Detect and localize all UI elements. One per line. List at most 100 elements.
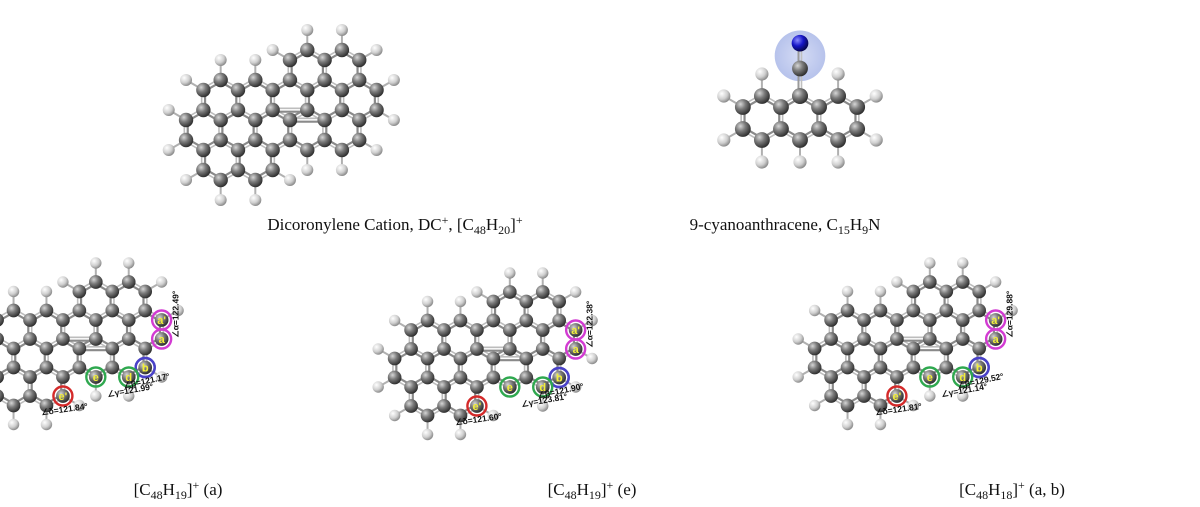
carbon-atom (972, 360, 987, 375)
carbon-atom (352, 52, 367, 68)
carbon-atom (470, 399, 484, 413)
carbon-atom (0, 313, 4, 327)
caption-text: (e) (613, 480, 636, 499)
carbon-atom (420, 370, 435, 385)
hydrogen-atom (421, 428, 434, 441)
hydrogen-atom (214, 194, 227, 206)
carbon-atom (939, 360, 954, 375)
panel-c48h19-e: a'abcdee'∠α=122.38°∠β=121.90°∠γ=123.81°∠… (372, 267, 598, 441)
carbon-atom (552, 370, 567, 385)
cyano-highlight (774, 30, 826, 82)
carbon-atom (334, 82, 350, 98)
carbon-atom (535, 342, 550, 356)
carbon-atom (300, 82, 315, 98)
hydrogen-atom (841, 418, 854, 431)
carbon-atom (486, 370, 501, 385)
hydrogen-atom (586, 314, 598, 327)
site-label-d: d (959, 372, 966, 384)
site-label-ep: e' (473, 401, 482, 413)
site-ring-a (150, 328, 173, 350)
site-label-d: d (539, 382, 546, 394)
site-label-b: b (976, 363, 983, 375)
carbon-atom (265, 82, 280, 98)
carbon-atom (890, 313, 904, 327)
hydrogen-atom (1006, 304, 1018, 317)
carbon-atom (352, 72, 367, 88)
site-label-ap: a' (991, 315, 1000, 327)
caption-dicoronylene: Dicoronylene Cation, DC+, [C48H20]+ (267, 213, 522, 237)
hydrogen-atom (471, 286, 483, 298)
hydrogen-atom (454, 428, 467, 441)
angle-label: ∠α=122.38° (585, 300, 595, 348)
site-ring-e (85, 366, 107, 388)
carbon-atom (453, 370, 468, 385)
hydrogen-atom (586, 352, 598, 365)
carbon-atom (437, 399, 451, 413)
nitrogen-atom (791, 34, 809, 52)
hydrogen-atom (40, 418, 53, 431)
hydrogen-atom (387, 114, 400, 126)
carbon-atom (955, 275, 970, 289)
hydrogen-atom (717, 89, 731, 103)
panel-dicoronylene-cation (162, 24, 400, 206)
hydrogen-atom (388, 314, 401, 327)
hydrogen-atom (793, 155, 807, 169)
carbon-atom (420, 408, 435, 423)
carbon-atom (334, 142, 350, 158)
carbon-atom (939, 303, 954, 318)
hydrogen-atom (454, 295, 467, 308)
caption-text: H (850, 215, 862, 234)
carbon-atom (121, 332, 136, 346)
site-label-c: c (556, 373, 562, 385)
caption-superscript: + (607, 478, 614, 492)
caption-text: Dicoronylene Cation, DC (267, 215, 441, 234)
hydrogen-atom (957, 390, 969, 402)
carbon-atom (792, 60, 808, 77)
site-ring-a (984, 328, 1007, 350)
hydrogen-atom (7, 285, 20, 298)
carbon-atom (857, 389, 871, 403)
carbon-atom (792, 88, 808, 104)
carbon-atom (72, 284, 87, 299)
carbon-atom (105, 341, 120, 356)
carbon-atom (830, 132, 847, 148)
hydrogen-atom (372, 381, 384, 393)
carbon-atom (6, 360, 21, 375)
carbon-atom (0, 389, 4, 403)
carbon-atom (300, 142, 315, 158)
site-ring-c (134, 356, 156, 379)
hydrogen-atom (569, 381, 582, 393)
carbon-atom (453, 408, 468, 423)
carbon-atom (230, 102, 246, 118)
site-ring-ep (466, 395, 488, 417)
hydrogen-atom (808, 399, 821, 412)
carbon-atom (486, 313, 501, 328)
hydrogen-atom (717, 133, 731, 147)
caption-text: ] (601, 480, 607, 499)
carbon-atom (552, 313, 567, 328)
carbon-atom (955, 332, 970, 346)
carbon-atom (6, 341, 21, 356)
carbon-atom (972, 341, 987, 356)
carbon-atom (334, 42, 350, 58)
caption-text: [C (134, 480, 151, 499)
panel-c48h18-ab: a'abcdee'∠α=129.88°∠β=129.52°∠γ=121.14°∠… (792, 257, 1018, 431)
carbon-atom (824, 370, 838, 384)
caption-text: , [C (448, 215, 474, 234)
carbon-atom (121, 275, 136, 289)
carbon-atom (773, 99, 789, 115)
hydrogen-atom (891, 276, 903, 288)
carbon-atom (39, 360, 54, 375)
carbon-atom (352, 132, 367, 148)
caption-text: ] (510, 215, 516, 234)
carbon-atom (453, 313, 468, 328)
carbon-atom (282, 132, 298, 148)
panel-c48h19-a: a'abcdee'∠α=122.49°∠β=121.17°∠γ=121.99°∠… (0, 257, 184, 431)
caption-text: ] (1012, 480, 1018, 499)
carbon-atom (988, 313, 1003, 327)
site-label-e: e (93, 372, 99, 384)
hydrogen-atom (180, 174, 193, 186)
carbon-atom (230, 142, 246, 158)
carbon-atom (154, 332, 169, 346)
